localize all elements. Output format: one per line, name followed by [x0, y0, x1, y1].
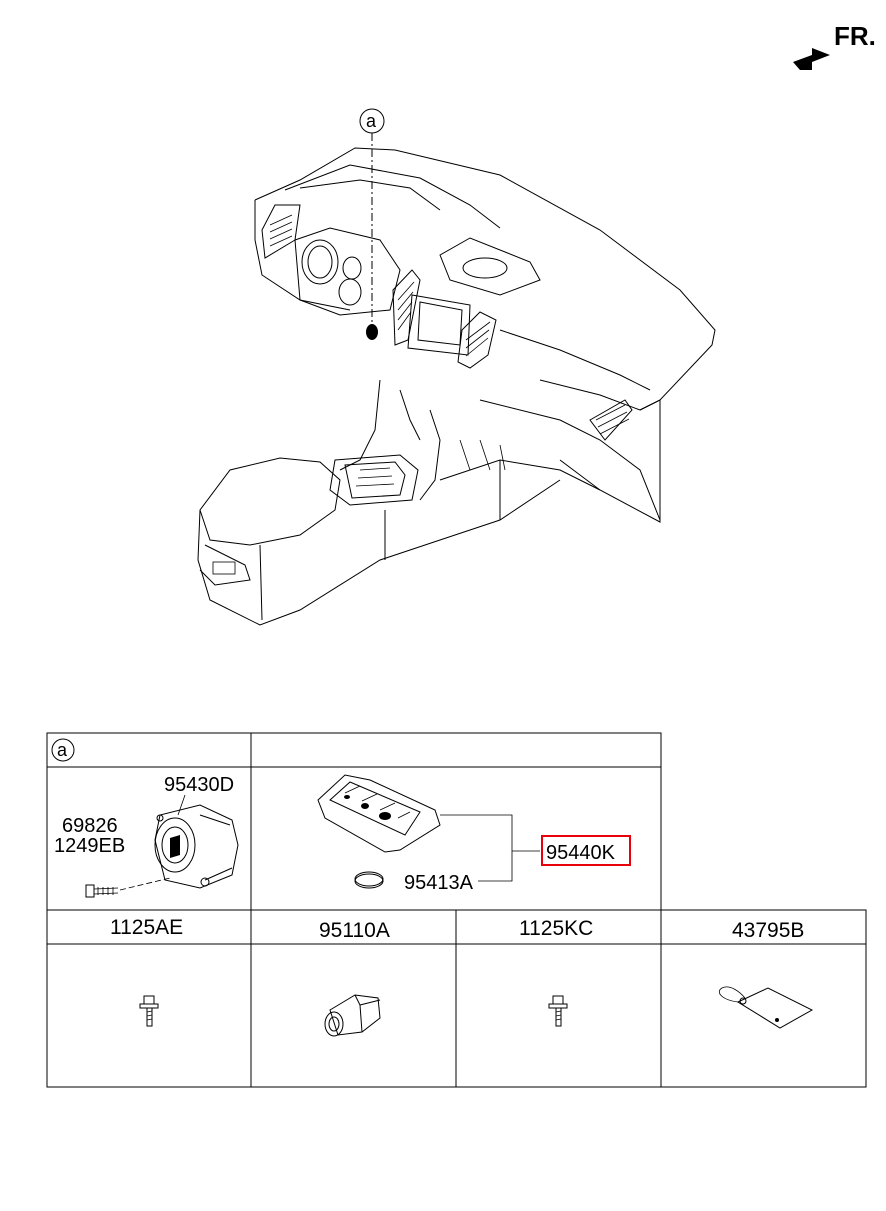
section-letter: a	[57, 740, 68, 760]
part-95440K-label: 95440K	[546, 842, 616, 864]
dashboard-illustration: a	[197, 108, 716, 626]
bolt-icon	[548, 995, 568, 1027]
front-arrow-icon	[793, 48, 830, 70]
coin-battery-icon	[354, 871, 384, 889]
part-95413A-label: 95413A	[404, 872, 474, 894]
smart-key-icon	[317, 774, 441, 853]
column-header-43795B: 43795B	[732, 919, 804, 942]
column-header-1125KC: 1125KC	[519, 917, 593, 940]
bolt-icon	[139, 995, 159, 1027]
front-direction-indicator: FR.	[793, 21, 876, 70]
table-top-section	[46, 732, 662, 911]
highlight-box	[541, 835, 631, 866]
ignition-lock-icon	[154, 804, 239, 889]
front-label: FR.	[834, 21, 876, 51]
column-header-1125AE: 1125AE	[110, 916, 183, 939]
screw-icon	[85, 877, 171, 898]
parts-table: a 95430D 69826 1249EB	[46, 732, 867, 1088]
key-slot-marker	[366, 324, 378, 340]
callout-letter: a	[366, 111, 377, 131]
label-tag-icon	[718, 986, 814, 1029]
column-header-95110A: 95110A	[319, 919, 390, 942]
part-95430D-label: 95430D	[164, 774, 234, 796]
part-1249EB-label: 1249EB	[54, 835, 125, 857]
part-69826-label: 69826	[62, 815, 118, 837]
connector-icon	[324, 994, 381, 1037]
section-letter-circle	[51, 738, 75, 762]
